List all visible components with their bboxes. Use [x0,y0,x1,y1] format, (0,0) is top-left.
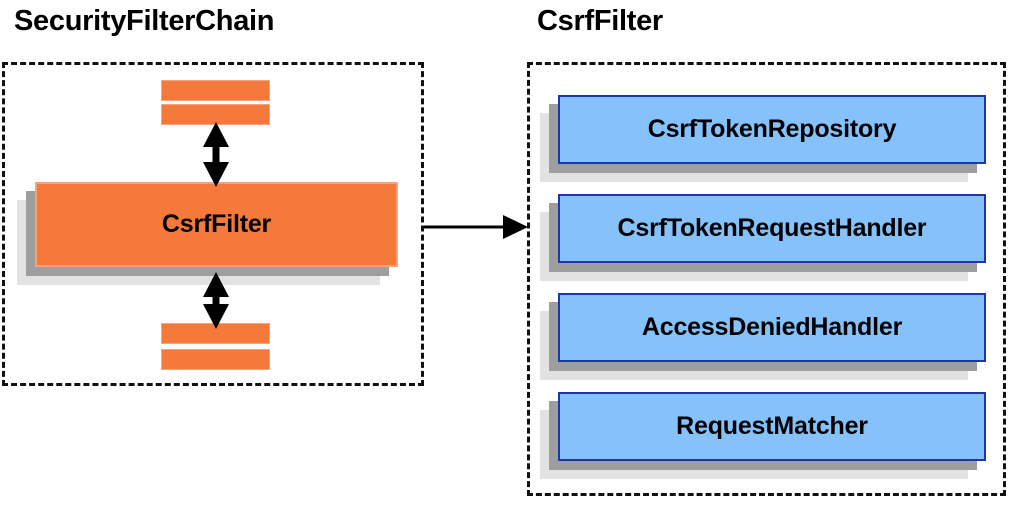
filter-bar-below-2 [161,349,270,370]
csrf-filter-box-face: CsrfFilter [35,182,398,267]
component-box-access-denied-handler[interactable]: AccessDeniedHandler [540,293,986,380]
component-box-label: CsrfTokenRequestHandler [617,214,927,242]
component-box-csrf-token-request-handler[interactable]: CsrfTokenRequestHandler [540,194,986,281]
component-box-label: AccessDeniedHandler [641,313,903,341]
component-box-face: CsrfTokenRequestHandler [558,194,986,263]
component-box-face: CsrfTokenRepository [558,95,986,164]
page-title-csrf-filter: CsrfFilter [537,5,663,37]
filter-bar-above-2 [161,104,270,125]
component-box-request-matcher[interactable]: RequestMatcher [540,392,986,479]
filter-bar-below-1 [161,323,270,344]
csrf-filter-box-label: CsrfFilter [161,210,272,238]
component-box-face: RequestMatcher [558,392,986,461]
component-box-label: RequestMatcher [676,412,868,440]
filter-bar-above-1 [161,80,270,101]
component-box-face: AccessDeniedHandler [558,293,986,362]
page-title-security-filter-chain: SecurityFilterChain [14,5,275,37]
security-filter-chain-panel [2,62,424,386]
connector-arrow-icon [424,215,528,239]
csrf-filter-box[interactable]: CsrfFilter [17,182,398,285]
component-box-label: CsrfTokenRepository [647,115,897,143]
csrf-filter-panel [527,62,1006,496]
component-box-csrf-token-repository[interactable]: CsrfTokenRepository [540,95,986,182]
